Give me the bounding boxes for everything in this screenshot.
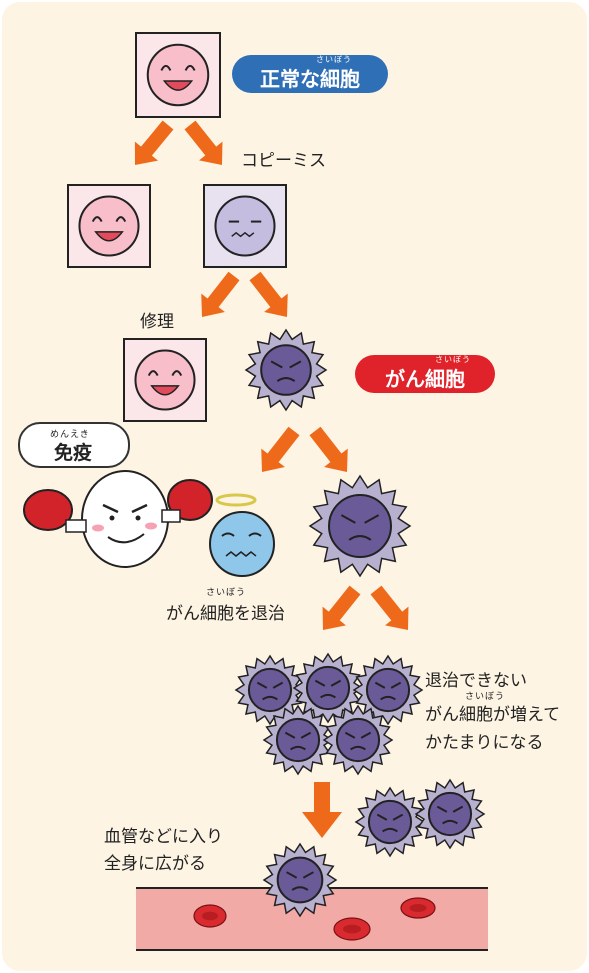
spread-line2: 全身に広がる [104, 854, 206, 874]
angry-cancer-cell-icon [262, 842, 338, 918]
arrow-icon [370, 585, 409, 630]
arrow-icon [322, 585, 361, 630]
blood-cell-icon [193, 904, 227, 928]
arrow-icon [261, 426, 300, 472]
arrow-icon [302, 782, 342, 838]
arrow-icon [134, 120, 174, 165]
immune-boxer-icon [23, 470, 213, 568]
immune-label: 免疫 [54, 442, 93, 464]
arrow-icon [184, 120, 223, 165]
blood-cell-icon [333, 917, 371, 941]
immune-ruby: めんえき [50, 430, 90, 440]
normal-cell-label: 正常な細胞 [260, 66, 360, 91]
repair-label: 修理 [140, 312, 174, 332]
worried-cell-icon [203, 184, 287, 268]
angry-cancer-cell-icon [292, 652, 364, 724]
grow-line3: かたまりになる [425, 733, 544, 753]
spread-line1: 血管などに入り [104, 827, 223, 847]
grow-line1: 退治できない [425, 671, 527, 691]
normal-cell-pill: さいぼう 正常な細胞 [232, 55, 388, 93]
blood-cell-icon [400, 897, 436, 919]
happy-cell-icon [67, 184, 151, 268]
angry-cancer-cell-icon [262, 704, 334, 776]
cancer-cell-pill: さいぼう がん細胞 [355, 355, 495, 393]
angry-cancer-cell-icon [308, 474, 412, 578]
happy-cell-icon [123, 338, 207, 422]
arrow-icon [309, 426, 348, 472]
copy-miss-label: コピーミス [241, 151, 326, 171]
arrow-icon [249, 271, 288, 317]
happy-cell-icon [135, 32, 221, 118]
grow-line2: がん細胞が増えて [425, 705, 561, 725]
dead-cell-angel-icon [209, 493, 275, 577]
angry-cancer-cell-icon [414, 778, 486, 850]
grow-ruby: さいぼう [465, 692, 506, 702]
immune-pill: めんえき 免疫 [18, 422, 130, 468]
angry-cancer-cell-icon [352, 654, 424, 726]
angry-cancer-cell-icon [244, 328, 328, 412]
cancer-cell-label: がん細胞 [385, 366, 465, 391]
normal-cell-ruby: さいぼう [316, 55, 352, 64]
eliminate-label: がん細胞を退治 [166, 604, 285, 624]
eliminate-ruby: さいぼう [206, 588, 247, 598]
angry-cancer-cell-icon [354, 786, 426, 858]
angry-cancer-cell-icon [322, 704, 394, 776]
arrow-icon [201, 271, 240, 317]
cancer-cell-ruby: さいぼう [435, 355, 471, 364]
